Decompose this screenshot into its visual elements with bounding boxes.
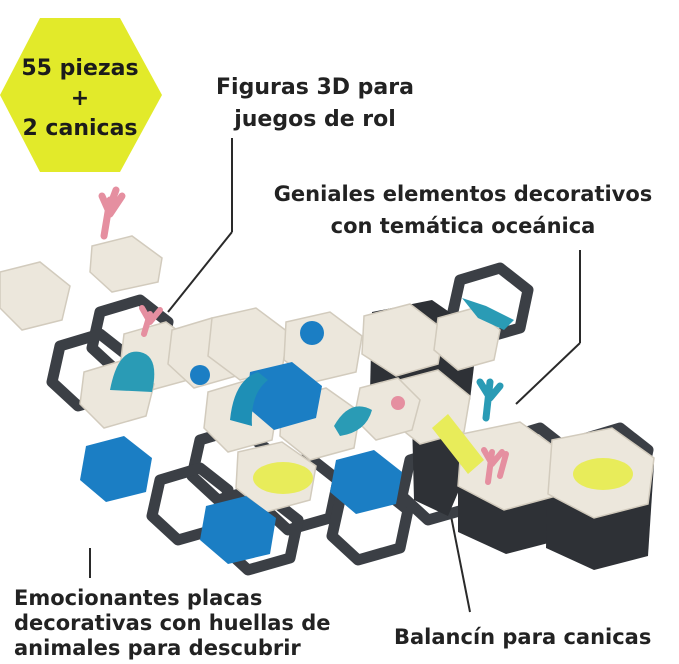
callout-figuras-line1: Figuras 3D para: [216, 75, 414, 100]
yellow-well-left: [253, 462, 313, 494]
badge-line-pieces: 55 piezas: [21, 56, 139, 81]
badge-line-plus: +: [70, 86, 90, 111]
callout-figuras-line2: juegos de rol: [234, 107, 396, 132]
leader-line-figuras-diag: [167, 231, 233, 313]
callout-geniales-line2: con temática oceánica: [330, 214, 596, 238]
callout-balancin: Balancín para canicas: [394, 621, 674, 653]
badge-line-marbles: 2 canicas: [22, 116, 138, 141]
callout-balancin-line1: Balancín para canicas: [394, 625, 652, 649]
callout-geniales: Geniales elementos decorativos con temát…: [248, 178, 678, 242]
leader-line-geniales-diag: [515, 342, 581, 405]
badge-hexagon: [0, 18, 162, 172]
callout-figuras: Figuras 3D para juegos de rol: [195, 72, 435, 136]
ocean-figures: [98, 186, 514, 485]
callout-emocionantes: Emocionantes placas decorativas con huel…: [14, 586, 374, 661]
callout-emocionantes-line2: decorativas con huellas de: [14, 611, 331, 635]
callout-emocionantes-line1: Emocionantes placas: [14, 586, 263, 610]
badge-text: 55 piezas + 2 canicas: [0, 54, 160, 144]
seesaw-ramp: [432, 414, 484, 474]
callout-geniales-line1: Geniales elementos decorativos: [273, 182, 653, 206]
callout-emocionantes-line3: animales para descubrir: [14, 636, 301, 660]
cream-tiles: [0, 235, 655, 519]
yellow-well-right: [573, 458, 633, 490]
